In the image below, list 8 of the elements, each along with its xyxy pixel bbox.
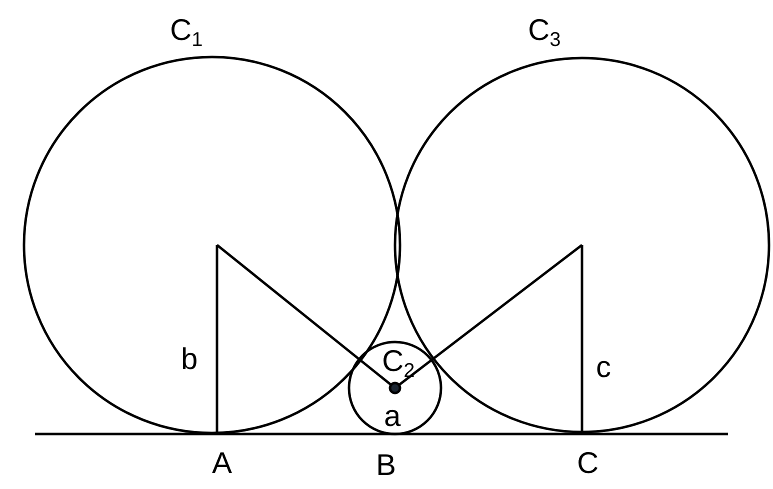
point-label: C — [577, 449, 599, 479]
circle-label: C$_{1}$ — [170, 16, 203, 46]
length-label: a — [384, 402, 401, 432]
length-label: b — [181, 345, 198, 375]
length-label: c — [596, 353, 611, 383]
point-label: A — [212, 449, 232, 479]
point-label: B — [376, 451, 396, 481]
circle-label: C$_{3}$ — [528, 16, 561, 46]
